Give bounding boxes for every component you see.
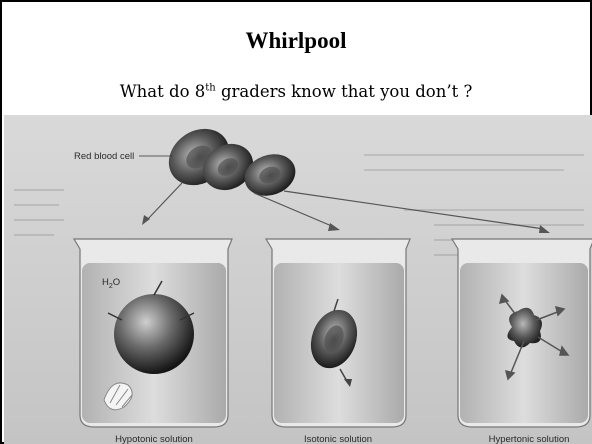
swollen-cell [114,294,194,374]
beaker-isotonic: Isotonic solution [266,239,410,444]
osmosis-figure: Red blood cell H2O [4,115,592,444]
subtitle-superscript: th [205,83,215,94]
rbc-label: Red blood cell [74,151,134,162]
beaker-label-isotonic: Isotonic solution [304,434,372,444]
subtitle-suffix: graders know that you don’t ? [216,82,473,101]
beaker-label-hypotonic: Hypotonic solution [115,434,193,444]
subtitle-prefix: What do 8 [120,82,206,101]
beaker-hypotonic: H2O Hypotonic solution [74,239,232,444]
slide-subtitle: What do 8th graders know that you don’t … [2,82,590,101]
beaker-hypertonic: Hypertonic solution [452,239,592,444]
slide-title: Whirlpool [2,28,590,54]
beaker-label-hypertonic: Hypertonic solution [489,434,570,444]
